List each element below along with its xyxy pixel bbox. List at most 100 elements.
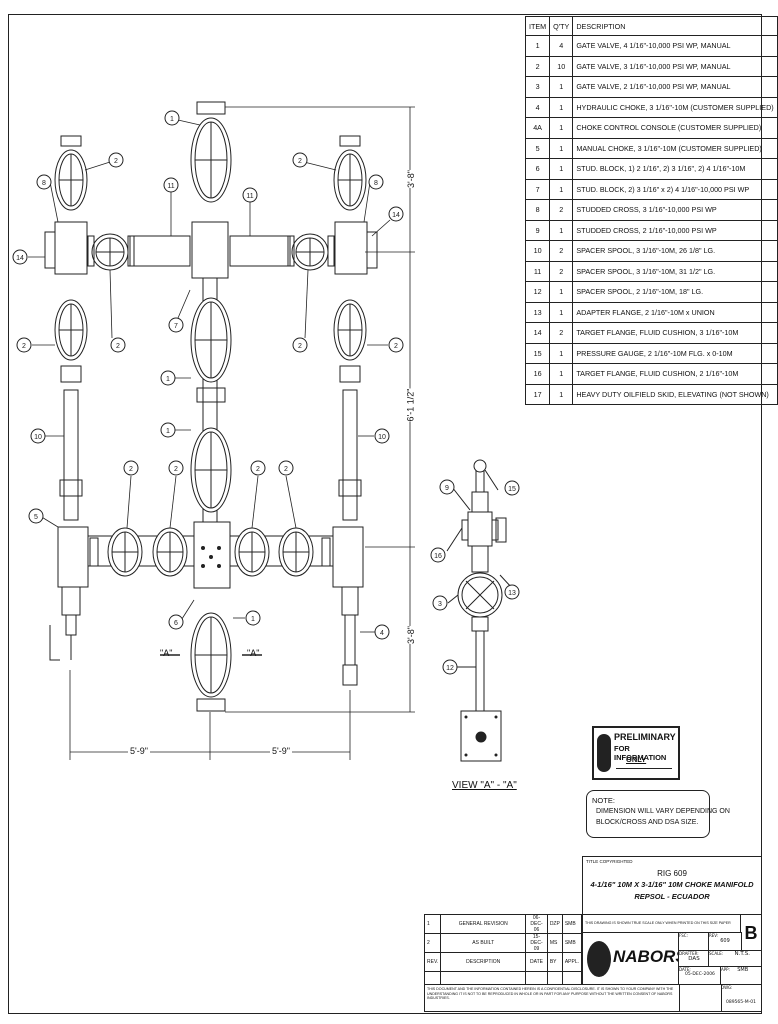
company-name: NABORS [613,947,687,966]
scale-note-row: THIS DRAWING IS SHOWN TRUE SCALE ONLY WH… [582,914,742,934]
stamp-logo [597,734,611,772]
fsc-label: FSC: [679,933,688,938]
svg-text:7: 7 [174,323,178,330]
bom-qty: 2 [549,199,574,221]
svg-text:4: 4 [380,630,384,637]
date-label: DATE: [679,967,691,972]
rev-header-date: DATE [525,952,548,972]
scale-label: SCALE: [709,951,724,956]
svg-text:2: 2 [394,343,398,350]
bom-qty: 1 [549,117,574,139]
svg-text:6: 6 [174,620,178,627]
rev-header-by: BY [546,952,563,972]
fsc-cell [678,984,722,1012]
app-label: APP: [721,967,730,972]
bom-description: STUD. BLOCK, 1) 2 1/16", 2) 3 1/16", 2) … [572,158,778,180]
gate-valves [54,101,367,712]
confidential-notice: THIS DOCUMENT AND THE INFORMATION CONTAI… [427,987,674,1001]
revision-by: MS [546,933,563,953]
bom-item: 4 [524,96,551,118]
bom-description: STUDDED CROSS, 3 1/16"-10,000 PSI WP [572,199,778,221]
bom-description: HYDRAULIC CHOKE, 3 1/16"-10M (CUSTOMER S… [572,96,778,118]
balloons [12,110,520,675]
svg-text:2: 2 [256,466,260,473]
bom-qty: 1 [549,96,574,118]
bom-description: TARGET FLANGE, FLUID CUSHION, 2 1/16"-10… [572,363,778,385]
svg-text:11: 11 [246,193,253,200]
bom-item: 12 [524,281,551,303]
bom-qty: 1 [549,363,574,385]
copyright-label: TITLE COPYRIGHTED [586,859,633,864]
bom-qty: 4 [549,35,574,57]
revision-date: 15-DEC-09 [525,933,548,953]
svg-text:2: 2 [174,466,178,473]
bom-item: 13 [524,301,551,323]
bom-qty: 1 [549,137,574,159]
date-cell: DATE:05-DEC-2006 [678,966,722,986]
rev-label: REV: [709,933,719,938]
view-a-a-label: VIEW "A" - "A" [452,780,517,791]
rev-header-rev: REV. [423,952,442,972]
leader-lines [28,119,391,633]
bom-qty: 2 [549,260,574,282]
drawing-title-2: 4-1/16" 10M X 3-1/16" 10M CHOKE MANIFOLD [590,880,754,889]
dim-mid-right: 6'-1 1/2" [405,388,416,422]
bom-item: 7 [524,178,551,200]
svg-text:1: 1 [166,428,170,435]
bom-header-qty: Q'TY [549,16,574,36]
svg-text:10: 10 [34,434,42,441]
dim-bottom-right: 5'-9" [270,746,292,756]
revision-rev: 2 [423,933,442,953]
bom-description: GATE VALVE, 4 1/16"-10,000 PSI WP, MANUA… [572,35,778,57]
app-value: SMB [737,967,749,973]
bom-item: 11 [524,260,551,282]
svg-text:13: 13 [508,590,516,597]
svg-text:8: 8 [374,180,378,187]
bom-header-description: DESCRIPTION [572,16,778,36]
revision-app: SMB [561,933,583,953]
dimension-lines [69,106,415,760]
drawing-title-1: RIG 609 [657,869,687,878]
section-a-right: "A" [247,648,260,658]
bom-item: 4A [524,117,551,139]
svg-text:1: 1 [251,616,255,623]
bom-qty: 1 [549,281,574,303]
bom-qty: 1 [549,383,574,405]
drafter-cell: FSC: [678,932,710,952]
drafter-value: DAS [688,956,700,962]
bom-item: 5 [524,137,551,159]
bom-qty: 1 [549,178,574,200]
bom-description: ADAPTER FLANGE, 2 1/16"-10M x UNION [572,301,778,323]
bom-description: GATE VALVE, 2 1/16"-10,000 PSI WP, MANUA… [572,76,778,98]
svg-text:2: 2 [129,466,133,473]
drawing-title-3: REPSOL - ECUADOR [634,892,710,901]
nabors-globe-icon [587,941,611,977]
preliminary-stamp: PRELIMINARY FOR INFORMATION ONLY [592,726,680,780]
bom-qty: 1 [549,219,574,241]
bom-description: STUD. BLOCK, 2) 3 1/16" x 2) 4 1/16"-10,… [572,178,778,200]
svg-text:14: 14 [16,255,24,262]
bom-header-row: ITEM Q'TY DESCRIPTION [524,16,778,36]
svg-text:5: 5 [34,514,38,521]
svg-text:15: 15 [508,486,516,493]
svg-text:2: 2 [114,158,118,165]
cross-blocks [54,221,368,589]
svg-text:9: 9 [445,485,449,492]
rev-header-app: APPL. [561,952,583,972]
